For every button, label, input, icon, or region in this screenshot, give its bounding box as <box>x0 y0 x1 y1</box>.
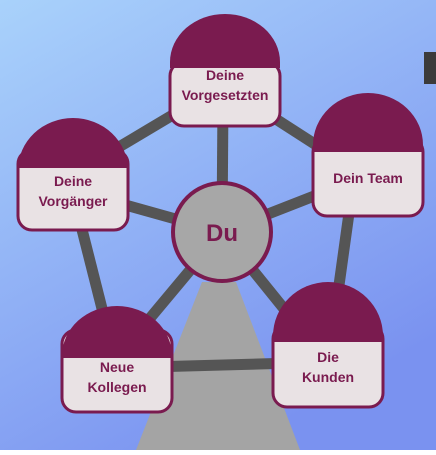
node-label-line-1: Die <box>317 349 339 365</box>
node-label-line-2: Vorgänger <box>39 193 109 209</box>
node-cap <box>62 306 172 358</box>
node-kunden: Die Kunden <box>271 282 385 409</box>
node-label-line-1: Deine <box>206 67 244 83</box>
center-circle <box>171 181 273 283</box>
center-label: Du <box>206 220 238 247</box>
node-cap <box>273 282 383 342</box>
node-label-line-2: Vorgesetzten <box>182 87 269 103</box>
node-label-line-1: Neue <box>100 359 134 375</box>
node-cap <box>18 118 128 170</box>
node-label-line-1: Deine <box>54 173 92 189</box>
node-kollegen: Neue Kollegen <box>60 306 174 414</box>
node-label-line-1: Dein Team <box>333 170 403 186</box>
node-cap <box>170 14 280 68</box>
node-team: Dein Team <box>311 93 425 218</box>
node-vorgesetzte: Deine Vorgesetzten <box>168 14 282 128</box>
node-cap <box>313 93 423 152</box>
edge-fragment <box>424 52 436 84</box>
center-hub: Du <box>171 181 273 283</box>
node-vorgaenger: Deine Vorgänger <box>16 118 130 232</box>
node-label-line-2: Kunden <box>302 369 354 385</box>
node-label-line-2: Kollegen <box>87 379 146 395</box>
